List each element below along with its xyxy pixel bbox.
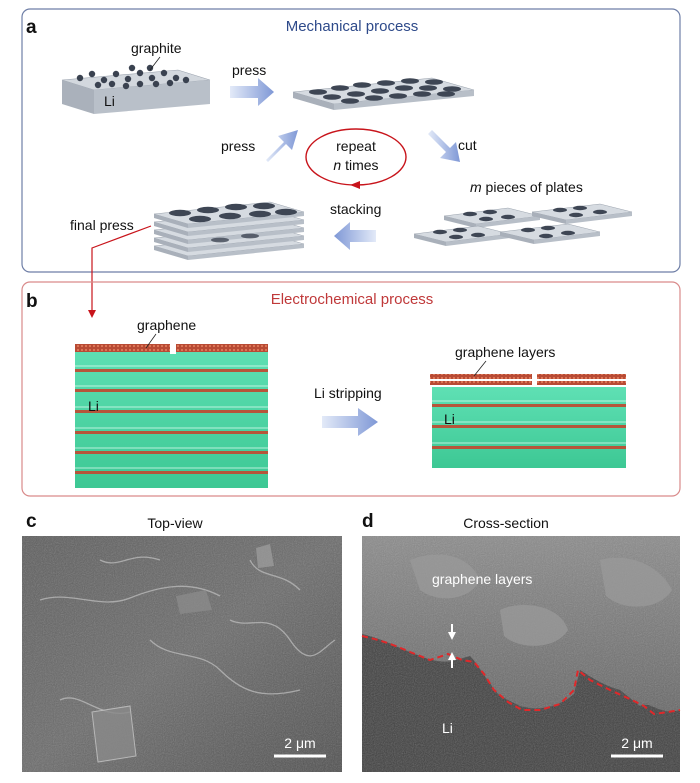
scale-label-d: 2 μm <box>621 735 652 751</box>
label-cut: cut <box>458 137 477 153</box>
label-li-d: Li <box>442 720 453 736</box>
stacked-plates <box>153 201 305 260</box>
panel-d: d Cross-section graphene layers Li 2 μm <box>361 511 681 772</box>
thickness-arrows <box>448 624 456 668</box>
panel-d-letter: d <box>362 511 374 532</box>
cut-plates <box>413 203 633 246</box>
label-press-top: press <box>232 62 266 78</box>
panel-a-frame <box>21 8 681 273</box>
panel-b-letter: b <box>26 291 38 312</box>
panel-c-title: Top-view <box>147 515 203 531</box>
label-graphene-layers-b: graphene layers <box>455 344 555 360</box>
panel-b-title: Electrochemical process <box>271 291 434 308</box>
panel-d-title: Cross-section <box>463 515 549 531</box>
graphite-pointer <box>149 56 161 71</box>
label-repeat: repeat <box>336 138 376 154</box>
label-li-slab: Li <box>104 93 115 109</box>
panel-c-letter: c <box>26 511 37 532</box>
label-repeat-n-times: n times <box>333 157 378 173</box>
panel-a: a Mechanical process graphite Li press <box>21 8 681 318</box>
press-arrow-right <box>230 78 274 106</box>
label-final-press: final press <box>70 217 134 233</box>
sem-cross-section-image: graphene layers Li 2 μm <box>361 536 681 772</box>
panel-c: c Top-view 2 μm <box>22 511 342 772</box>
interface-dashed-line <box>361 635 681 716</box>
label-graphite: graphite <box>131 40 182 56</box>
panel-a-letter: a <box>26 17 37 38</box>
repeat-arrowhead <box>350 181 360 189</box>
graphene-layers-pointer <box>473 360 487 377</box>
graphene-pointer <box>145 333 157 349</box>
label-m-pieces: m pieces of plates <box>470 179 583 195</box>
panel-b-frame <box>21 281 681 497</box>
li-stripping-arrow <box>322 408 378 436</box>
press-arrow-up <box>266 130 298 162</box>
final-press-connector <box>91 225 152 312</box>
scale-label-c: 2 μm <box>284 735 315 751</box>
li-slab-with-graphite <box>61 64 211 114</box>
cut-arrow <box>428 130 460 162</box>
label-li-right: Li <box>444 411 455 427</box>
label-stacking: stacking <box>330 201 381 217</box>
label-graphene-layers-d: graphene layers <box>432 571 532 587</box>
final-press-arrowhead <box>88 310 96 318</box>
li-graphene-stack-left <box>75 344 268 488</box>
panel-b: b Electrochemical process graphene Li <box>21 281 681 497</box>
label-graphene: graphene <box>137 317 196 333</box>
li-graphene-stack-right <box>430 374 626 468</box>
stacking-arrow <box>334 222 376 250</box>
label-press-left: press <box>221 138 255 154</box>
label-li-left: Li <box>88 398 99 414</box>
label-li-stripping: Li stripping <box>314 385 382 401</box>
panel-a-title: Mechanical process <box>286 18 419 35</box>
sem-top-view-image: 2 μm <box>22 536 342 772</box>
pressed-plate <box>292 77 475 110</box>
